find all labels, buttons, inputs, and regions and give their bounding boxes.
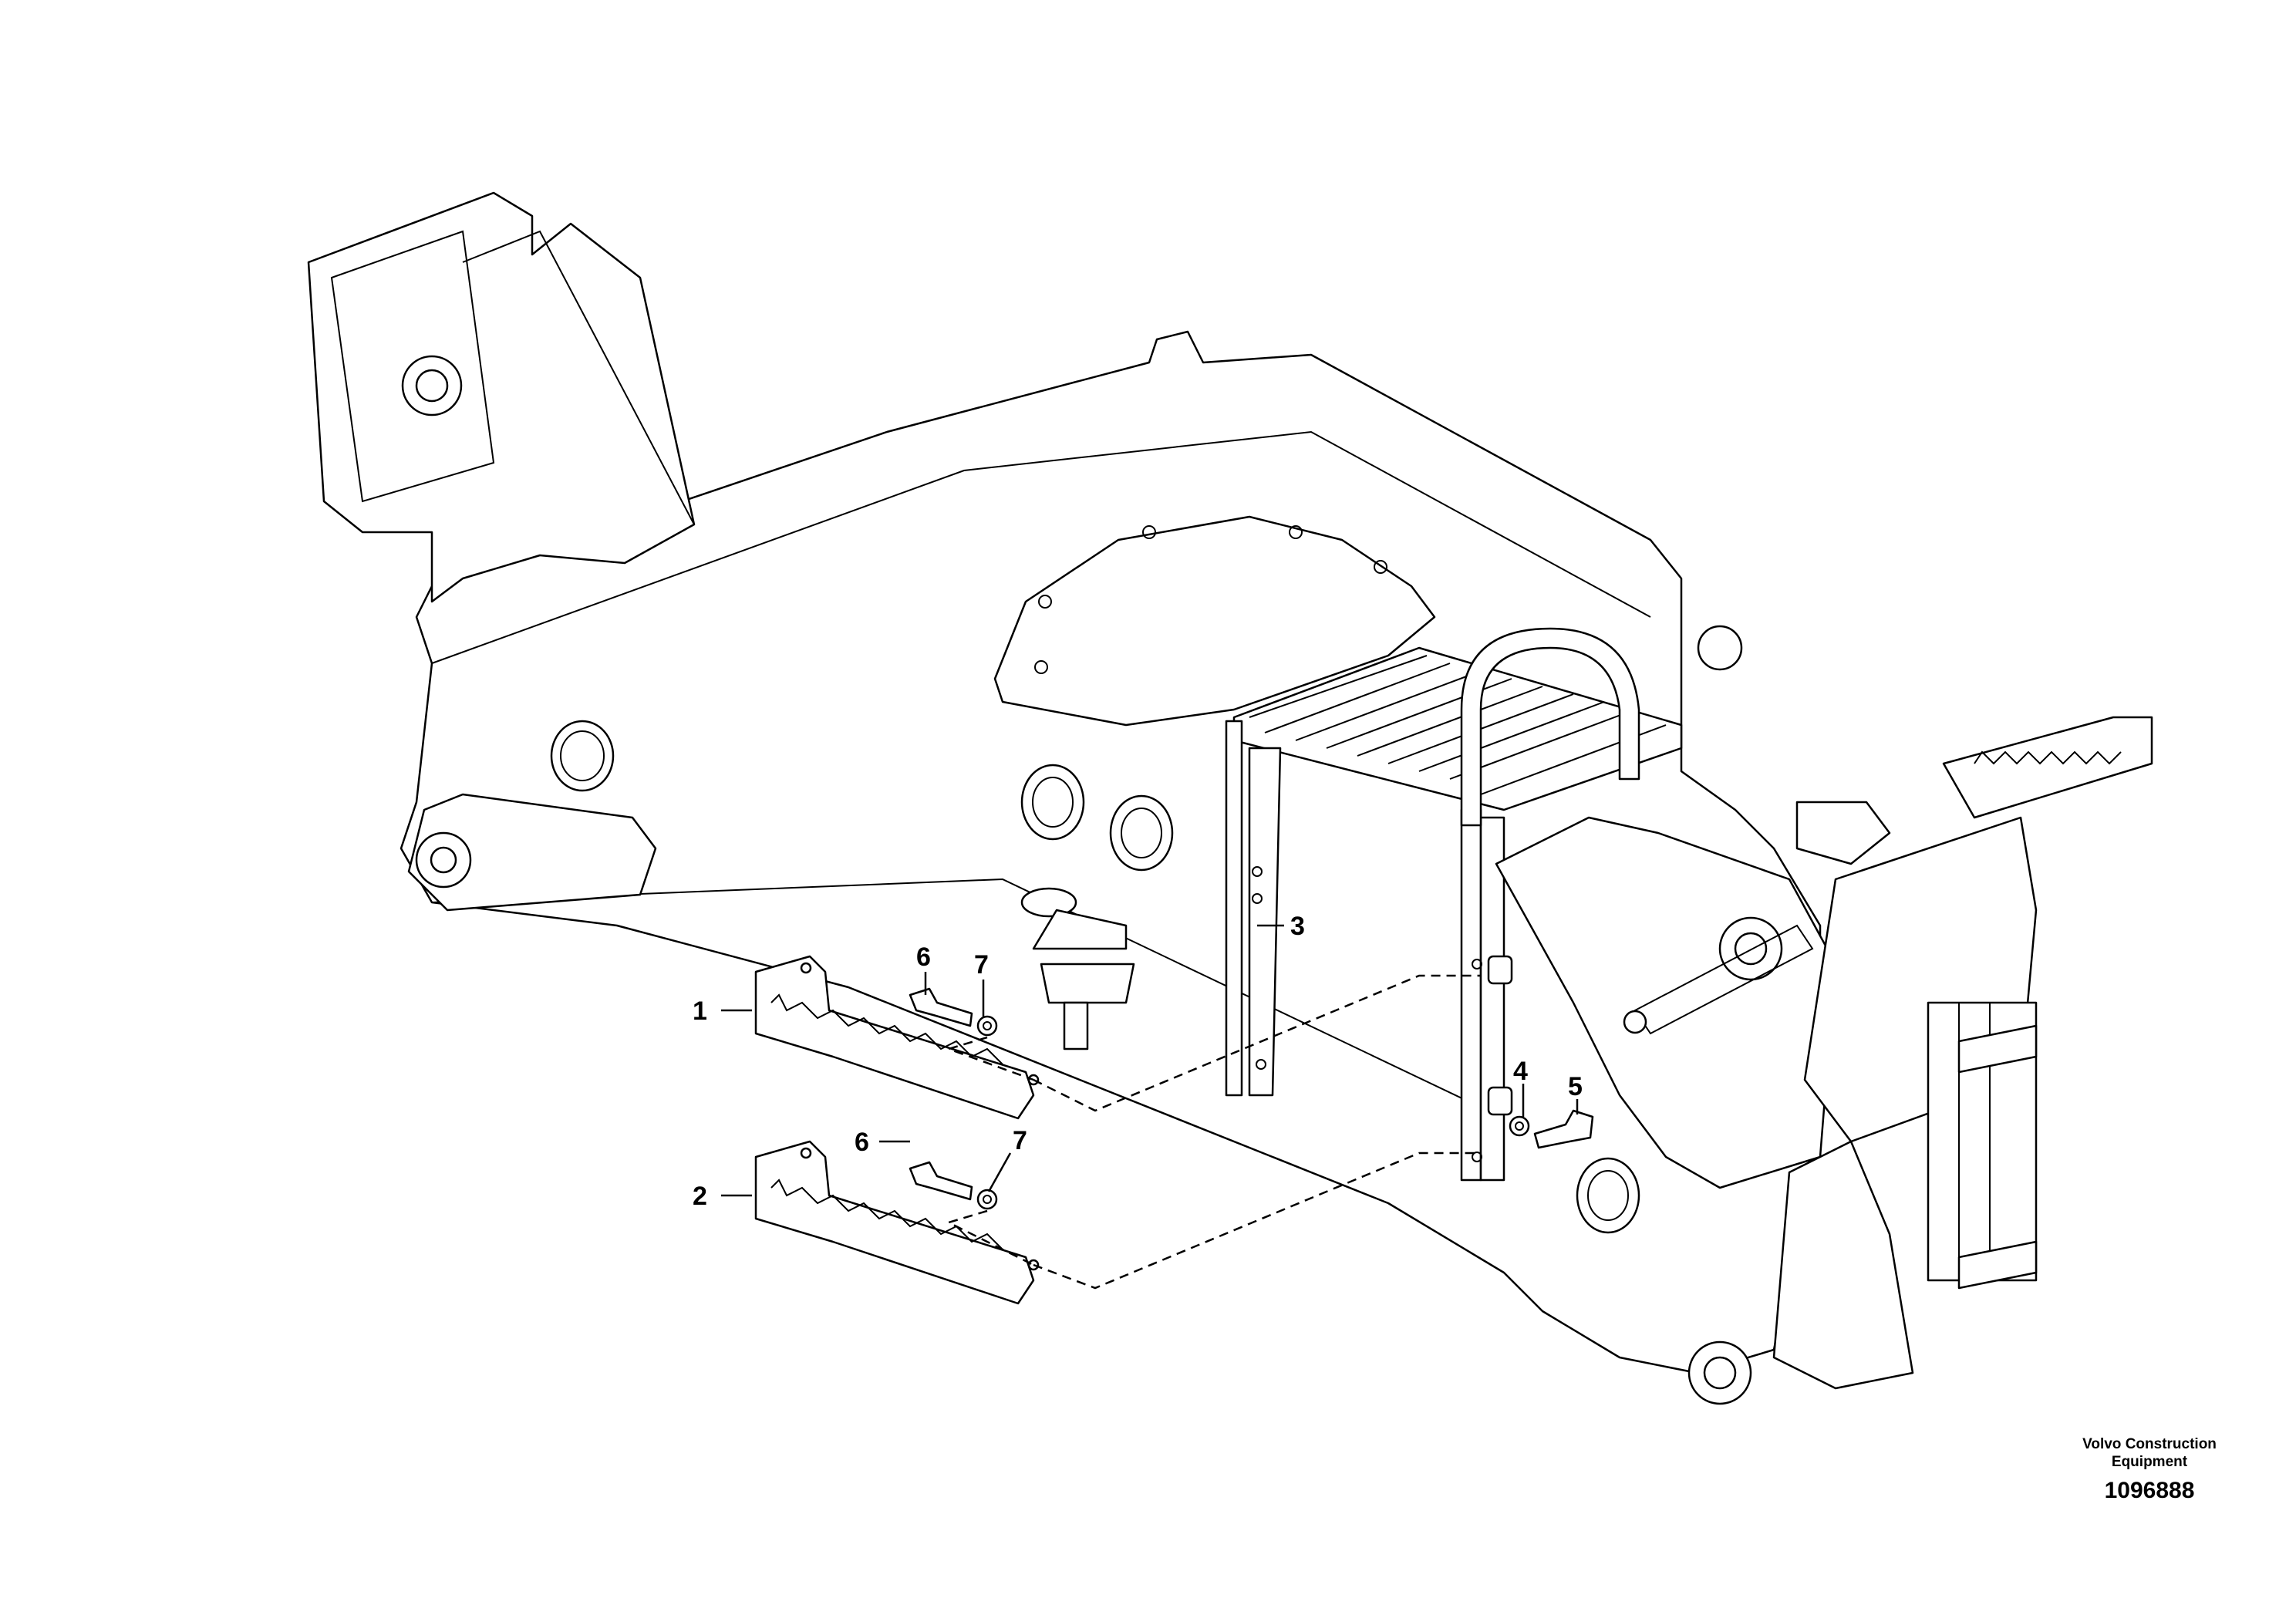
callout-5: 5	[1568, 1072, 1583, 1101]
drawing-credit: Volvo Construction Equipment 1096888	[2065, 1435, 2234, 1506]
callout-7-upper: 7	[974, 950, 989, 980]
company-name: Volvo Construction Equipment	[2082, 1436, 2217, 1470]
document-number: 1096888	[2104, 1478, 2195, 1503]
callout-2: 2	[693, 1182, 707, 1211]
callout-labels: 1 2 3 4 5 6 7 6 7	[693, 912, 1583, 1211]
access-platform	[1225, 627, 1683, 1182]
callout-6-lower: 6	[855, 1128, 869, 1157]
rear-bracket	[307, 191, 696, 603]
callout-3: 3	[1290, 912, 1305, 941]
step-part-2	[754, 1140, 1040, 1305]
retaining-pin	[1020, 887, 1135, 1050]
frame-plugs	[550, 625, 1752, 1405]
fasteners	[909, 987, 1594, 1210]
callout-1: 1	[693, 996, 707, 1026]
leader-lines	[721, 924, 1579, 1197]
callout-4: 4	[1513, 1057, 1528, 1086]
assembly-lines	[946, 974, 1481, 1290]
step-part-1	[754, 955, 1040, 1120]
callout-7-lower: 7	[1013, 1126, 1027, 1155]
access-cover	[993, 515, 1436, 727]
callout-6-upper: 6	[916, 943, 931, 972]
front-treads	[1942, 716, 2153, 1290]
